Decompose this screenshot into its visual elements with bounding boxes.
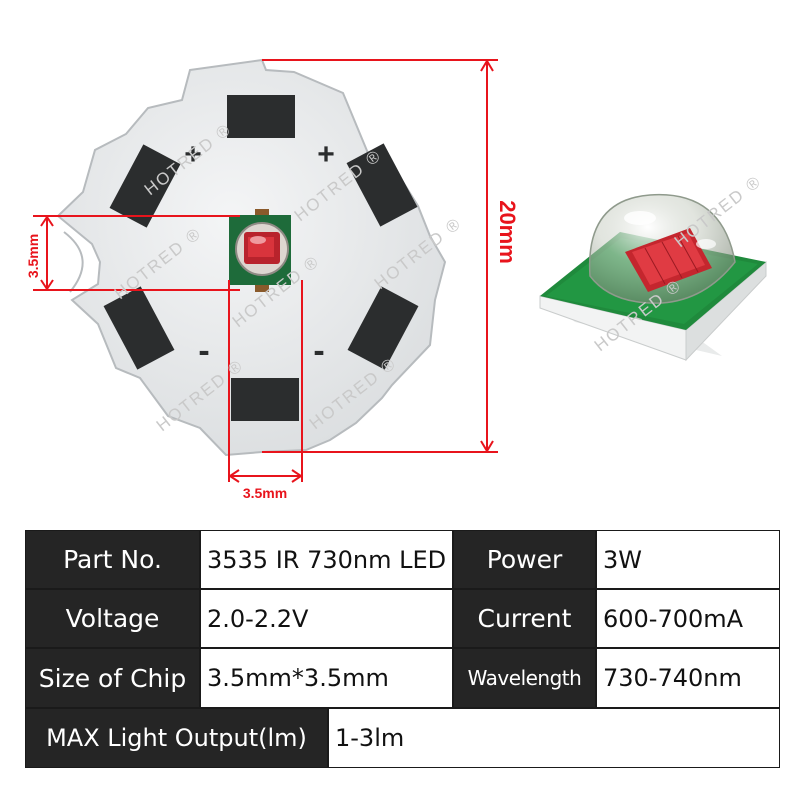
spec-table: Part No. 3535 IR 730nm LED Power 3W Volt… [25, 530, 780, 768]
pad-upper-right [346, 143, 418, 227]
part-no-label: Part No. [25, 530, 200, 589]
board-notch [63, 231, 84, 293]
chip-width-label: 3.5mm [243, 485, 287, 501]
current-value: 600-700mA [596, 589, 780, 648]
wavelength-value: 730-740nm [596, 648, 780, 708]
star-board: + + - - [56, 58, 447, 457]
power-value: 3W [596, 530, 780, 589]
pad-top [227, 95, 295, 138]
wavelength-label: Wavelength [453, 648, 596, 708]
max-output-value: 1-3lm [328, 708, 780, 768]
max-output-label: MAX Light Output(lm) [25, 708, 328, 768]
dimension-lines [33, 59, 498, 483]
chip-height-label: 3.5mm [25, 234, 41, 278]
voltage-value: 2.0-2.2V [200, 589, 453, 648]
pad-upper-left [109, 144, 181, 228]
chip-size-label: Size of Chip [25, 648, 200, 708]
product-figure: + + - - 3.5mm 3.5mm 20mm [25, 58, 767, 501]
pad-lower-right [347, 286, 419, 370]
led-on-board [229, 209, 291, 292]
voltage-label: Voltage [25, 589, 200, 648]
pad-bottom [231, 378, 299, 421]
minus-mark-right: - [313, 332, 324, 370]
power-label: Power [453, 530, 596, 589]
board-diameter-label: 20mm [495, 200, 520, 264]
pad-lower-left [103, 286, 175, 370]
minus-mark-left: - [198, 332, 209, 370]
led-product-view [539, 193, 767, 362]
part-no-value: 3535 IR 730nm LED [200, 530, 453, 589]
plus-mark-right: + [317, 138, 335, 171]
plus-mark-left: + [184, 138, 202, 171]
chip-size-value: 3.5mm*3.5mm [200, 648, 453, 708]
current-label: Current [453, 589, 596, 648]
